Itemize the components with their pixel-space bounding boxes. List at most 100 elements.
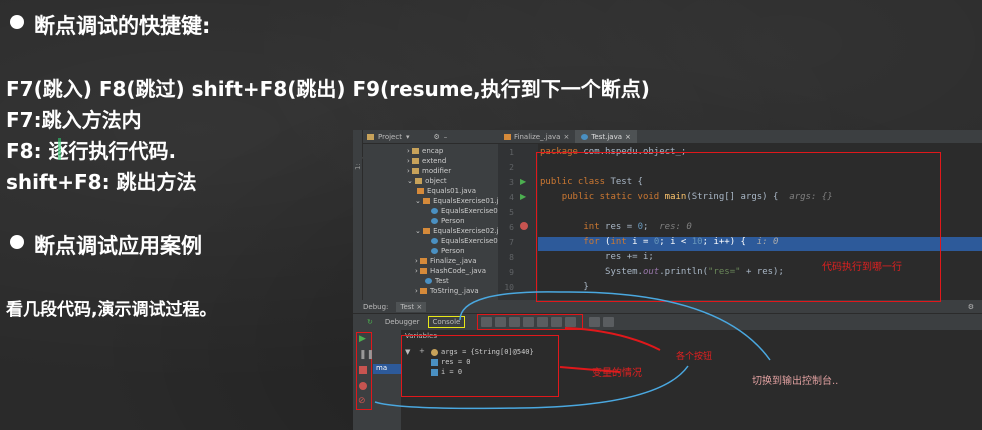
class-icon [425,278,432,284]
ide-window: 1: Project Project ▾ ⚙ – › encap › exten… [353,130,982,430]
force-step-into-icon[interactable] [523,317,535,327]
filter-icon[interactable]: ▼ [405,348,411,356]
step-buttons-group [477,314,584,330]
tab-finalize[interactable]: Finalize_.java× [498,130,575,143]
variables-label: Variables [405,332,437,340]
line-number: 6 [509,223,514,232]
step-out-icon[interactable] [537,317,549,327]
debug-session-tab[interactable]: Test × [396,301,427,312]
tree-item[interactable]: EqualsExercise02 [431,237,498,245]
show-execution-point-icon[interactable] [481,317,493,327]
java-file-icon [420,288,428,294]
close-icon[interactable]: × [625,132,631,141]
java-file-icon [420,268,428,274]
frames-panel: ma [373,330,401,430]
bullet-icon [10,15,24,29]
tree-item[interactable]: › modifier [407,167,452,175]
stop-icon[interactable] [359,366,367,374]
settings-icon[interactable]: ⚙ [433,132,440,141]
mute-breakpoints-icon[interactable]: ⊘ [358,396,366,406]
bullet-icon [10,235,24,249]
annotation-step-buttons: 各个按钮 [676,352,713,362]
shortcut-summary: F7(跳入) F8(跳过) shift+F8(跳出) F9(resume,执行到… [6,77,650,101]
pause-icon[interactable]: ❚❚ [359,350,375,360]
evaluate-icon[interactable] [589,317,601,327]
class-icon [431,238,438,244]
java-file-icon [417,188,424,194]
param-icon [431,348,438,356]
class-icon [431,218,438,224]
tree-item[interactable]: › extend [407,157,447,165]
tree-item[interactable]: › encap [407,147,444,155]
tab-test[interactable]: Test.java× [575,130,637,143]
tree-item[interactable]: › HashCode_.java [415,267,486,275]
debug-left-toolbar: ▶ ❚❚ ⊘ [353,330,375,430]
variable-icon [431,358,438,366]
class-icon [431,248,438,254]
line-number: 8 [509,253,514,262]
folder-icon [415,178,423,184]
tree-item[interactable]: Test [425,277,449,285]
tree-item[interactable]: Person [431,247,465,255]
heading-shortcuts: 断点调试的快捷键: [34,14,211,38]
tree-item[interactable]: ⌄ object [407,177,447,185]
layout-icon[interactable] [603,317,615,327]
line-number: 9 [509,268,514,277]
line-number: 10 [504,283,514,292]
code-line: int res = 0; res: 0 [583,222,692,232]
close-icon[interactable]: × [563,132,570,141]
chevron-down-icon[interactable]: ▾ [405,132,410,141]
run-to-cursor-icon[interactable] [565,317,577,327]
project-tree: › encap › extend › modifier ⌄ object Equ… [363,144,498,300]
step-over-icon[interactable] [495,317,507,327]
settings-icon[interactable]: ⚙ [967,302,974,311]
add-icon[interactable]: + [419,347,425,355]
code-highlight-box [536,152,941,302]
code-line: res += i; [605,252,654,262]
run-icon[interactable]: ▶ [520,192,527,201]
code-line: } [583,282,589,292]
folder-icon [367,133,374,140]
variables-highlight-box [401,335,559,397]
java-file-icon [423,198,431,204]
project-side-strip[interactable]: 1: Project [353,130,370,300]
debug-control-box [356,332,372,410]
annotation-code-run: 代码执行到哪一行 [822,262,902,273]
run-icon[interactable]: ▶ [520,177,527,186]
line-number: 7 [509,238,514,247]
drop-frame-icon[interactable] [551,317,563,327]
code-line: System.out.println("res=" + res); [605,267,784,277]
tree-item[interactable]: EqualsExercise01 [431,207,498,215]
step-into-icon[interactable] [509,317,521,327]
heading-case: 断点调试应用案例 [34,234,202,258]
tree-item[interactable]: › Finalize_.java [415,257,477,265]
shortcut-shift-f8: shift+F8: 跳出方法 [6,170,197,194]
shortcut-f7: F7:跳入方法内 [6,108,142,132]
tree-item[interactable]: › ToString_.java [415,287,479,295]
current-line-highlight [538,237,982,251]
code-line: public static void main(String[] args) {… [561,192,833,202]
class-icon [581,133,589,140]
project-label: Project [378,132,402,141]
java-file-icon [504,133,511,140]
minimize-icon[interactable]: – [443,132,448,141]
debug-header: Debug: Test × ⚙ [353,300,982,314]
rerun-icon[interactable]: ↻ [367,318,373,326]
tab-debugger[interactable]: Debugger [384,318,420,326]
debug-label: Debug: [363,302,389,311]
annotation-switch-console: 切换到输出控制台.. [752,376,839,387]
tree-item[interactable]: ⌄ EqualsExercise02.java [415,227,498,235]
resume-icon[interactable]: ▶ [359,334,366,344]
tree-item[interactable]: Person [431,217,465,225]
code-line-current: for (int i = 0; i < 10; i++) { i: 0 [583,237,779,247]
debug-toolbar: ↻ Debugger Console [353,314,982,330]
editor-gutter[interactable]: 1 2 3 ▶ 4 ▶ 5 6 7 8 9 10 [498,144,538,300]
frame-item[interactable]: ma [373,364,401,374]
variable-item[interactable]: res = 0 [431,358,471,366]
tree-item[interactable]: Equals01.java [417,187,476,195]
view-breakpoints-icon[interactable] [359,382,367,390]
breakpoint-icon[interactable] [520,222,528,230]
project-header[interactable]: Project ▾ ⚙ – [363,130,498,144]
tab-console[interactable]: Console [427,316,466,328]
tree-item[interactable]: ⌄ EqualsExercise01.java [415,197,498,205]
